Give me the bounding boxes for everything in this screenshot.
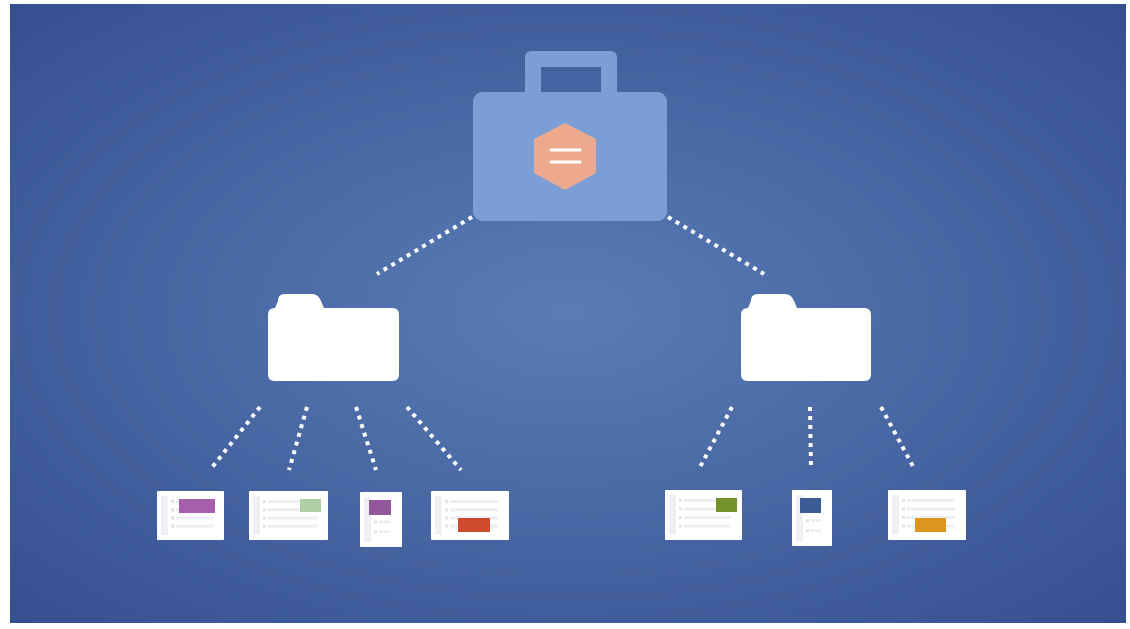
document-accent-block	[179, 499, 215, 513]
folder-right	[741, 294, 871, 381]
dotted-connector	[375, 215, 474, 276]
document-card	[249, 491, 328, 540]
document-accent-block	[369, 500, 391, 515]
dotted-connector	[354, 406, 378, 471]
document-card	[792, 490, 832, 546]
briefcase-icon	[473, 51, 667, 221]
document-card	[888, 490, 966, 540]
document-accent-block	[800, 498, 821, 513]
document-accent-block	[300, 499, 321, 512]
dotted-connector	[698, 406, 734, 468]
hexagon-icon	[534, 123, 596, 190]
document-card	[360, 492, 402, 547]
dotted-connector	[808, 406, 813, 471]
folder-icon	[268, 294, 399, 381]
dotted-connector	[287, 406, 309, 471]
hierarchy-diagram	[10, 4, 1126, 623]
document-card	[665, 490, 742, 540]
document-accent-block	[716, 498, 737, 512]
document-card	[157, 491, 224, 540]
document-group	[157, 490, 966, 547]
document-accent-block	[458, 518, 490, 532]
document-accent-block	[915, 518, 946, 532]
dotted-connector	[879, 406, 917, 471]
folder-icon	[741, 294, 871, 381]
diagram-canvas	[10, 4, 1126, 623]
document-card	[431, 491, 509, 540]
connector-group	[208, 215, 917, 472]
dotted-connector	[666, 215, 766, 276]
folder-left	[268, 294, 399, 381]
